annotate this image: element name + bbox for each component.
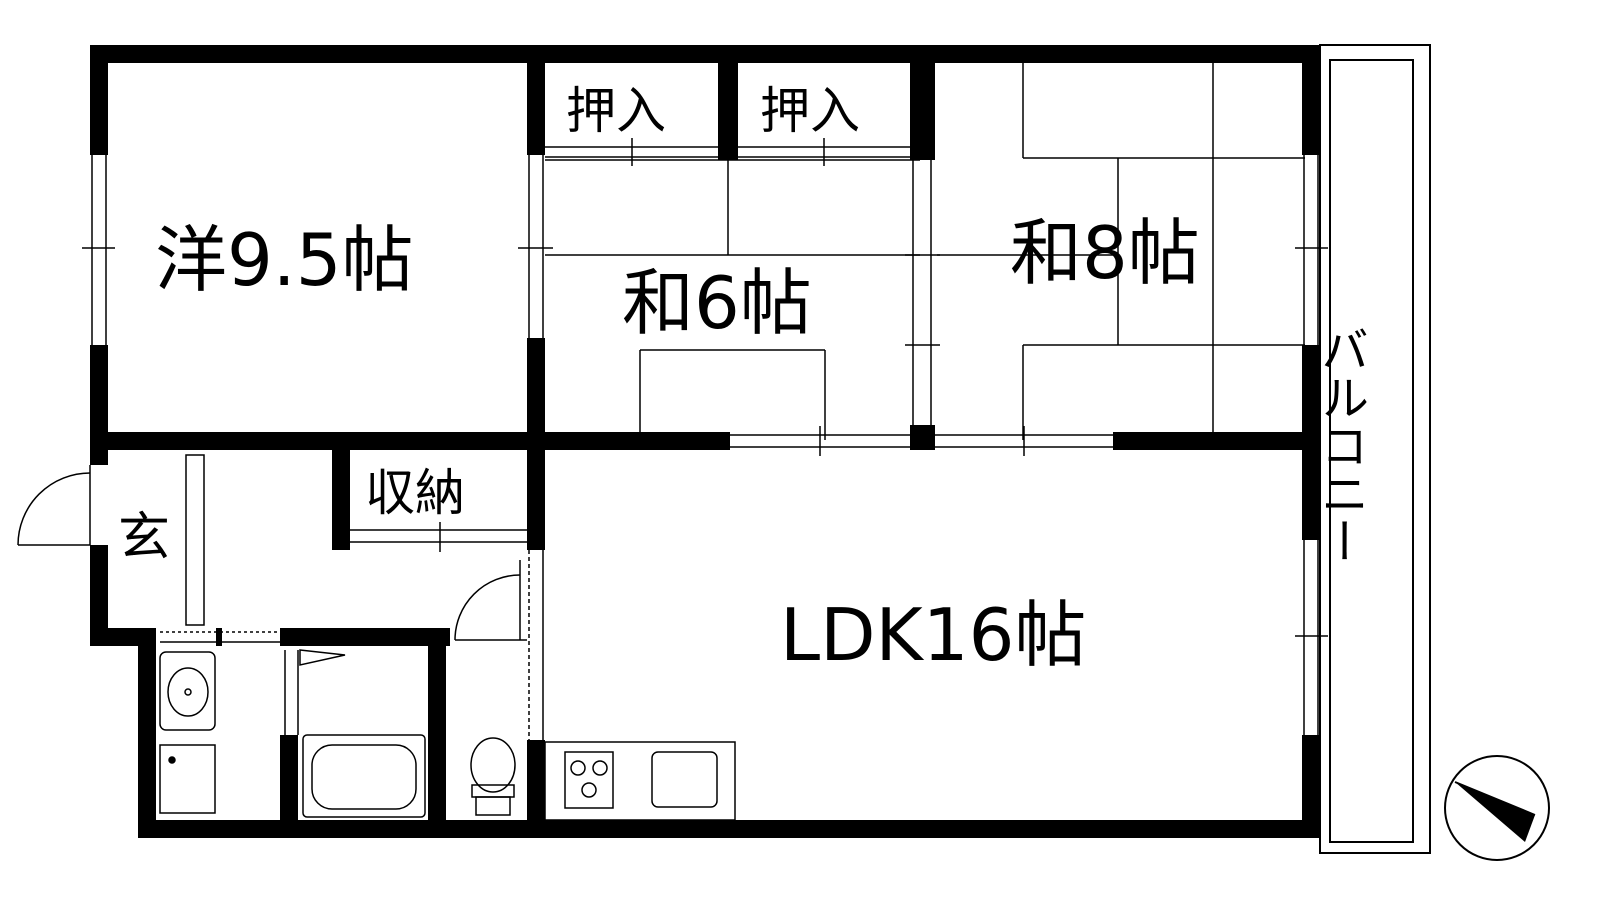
swing-doors — [17, 465, 527, 666]
walls — [90, 45, 1320, 838]
sink-icon — [651, 751, 718, 808]
toilet-icon — [470, 737, 516, 816]
bathtub-icon — [302, 734, 426, 818]
room-label-closet-1: 押入 — [566, 82, 666, 140]
room-label-western: 洋9.5帖 — [155, 218, 414, 302]
room-label-ldk: LDK16帖 — [780, 593, 1086, 677]
room-label-japanese-8: 和8帖 — [1010, 211, 1200, 295]
room-label-closet-2: 押入 — [760, 82, 860, 140]
tatami-lines — [545, 63, 1305, 440]
washbasin-icon — [159, 651, 216, 814]
windows-doors — [82, 138, 1328, 740]
kitchen-counter — [544, 741, 736, 821]
stove-icon — [564, 751, 614, 809]
room-label-japanese-6: 和6帖 — [622, 261, 812, 345]
room-label-balcony: バルコニー — [1312, 325, 1368, 565]
room-label-entrance: 玄 — [118, 508, 170, 568]
room-label-storage: 収納 — [365, 464, 465, 522]
north-arrow-icon — [1444, 755, 1550, 861]
